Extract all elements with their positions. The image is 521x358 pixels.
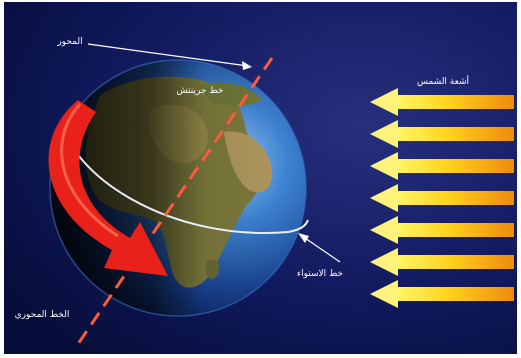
sun-ray-arrow-icon (370, 184, 514, 212)
axis-leader-line (87, 43, 249, 67)
earth-globe (49, 59, 307, 317)
equator-line (61, 119, 309, 234)
sun-rays (370, 88, 514, 308)
equator-label: خط الاستواء (297, 269, 343, 279)
sun-rays-label: أشعة الشمس (417, 75, 469, 87)
equator-leader-line (301, 235, 341, 263)
rotation-axis-line (76, 57, 274, 345)
sun-ray-arrow-icon (370, 120, 514, 148)
prime-meridian-label: خط جرينتش (177, 86, 224, 96)
axial-line-label: الخط المحوري (15, 310, 70, 320)
sun-ray-arrow-icon (370, 216, 514, 244)
sun-ray-arrow-icon (370, 88, 514, 116)
sun-ray-arrow-icon (370, 152, 514, 180)
rotation-arrow-icon (48, 100, 168, 276)
axis-label: المحور (56, 37, 82, 47)
sun-ray-arrow-icon (370, 280, 514, 308)
sun-ray-arrow-icon (370, 248, 514, 276)
